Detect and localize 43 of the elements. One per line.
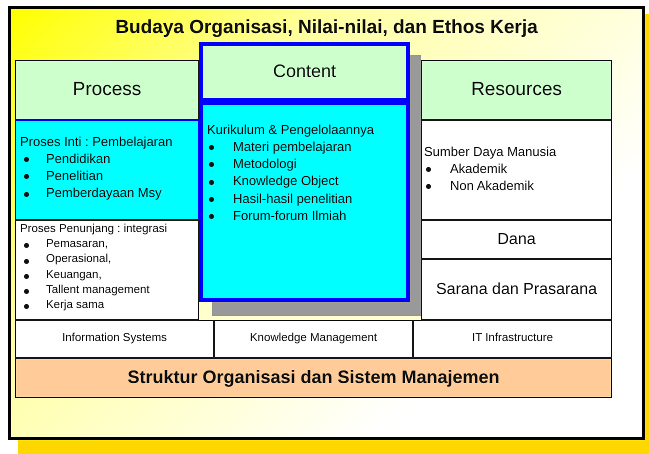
header-cell	[199, 42, 410, 102]
bullet-item: Pendidikan	[46, 151, 110, 166]
cell-text: Resources	[471, 78, 562, 102]
bullet-item: Operasional,	[46, 253, 112, 266]
text-cell	[214, 320, 413, 358]
bullet-item: Keuangan,	[46, 268, 102, 281]
bullet-item: Pemberdayaan Msy	[46, 185, 162, 200]
header-cell	[15, 60, 199, 120]
list-cell	[421, 120, 612, 220]
frame	[8, 6, 645, 440]
cell-text: Information Systems	[62, 331, 167, 346]
bullet-item: Metodologi	[233, 156, 297, 172]
list-cell	[15, 220, 199, 320]
cell-text: Knowledge Management	[250, 331, 378, 346]
bullet-item: Pemasaran,	[46, 238, 108, 250]
bullet-item: Kerja sama	[46, 298, 104, 311]
list-heading: Proses Penunjang : integrasi	[20, 222, 168, 237]
bullet-item: Non Akademik	[450, 178, 534, 194]
text-cell	[15, 320, 214, 358]
header-cell	[421, 60, 612, 120]
banner	[15, 358, 612, 398]
cell-text: Process	[72, 78, 142, 102]
bullet-item: Knowledge Object	[233, 173, 339, 188]
text-cell	[421, 220, 612, 259]
list-heading: Proses Inti : Pembelajaran	[20, 133, 174, 150]
bullet-item: Materi pembelajaran	[233, 139, 352, 154]
text-cell	[421, 259, 612, 320]
bullet-item: Penelitian	[46, 168, 104, 184]
cell-text: Content	[272, 60, 336, 84]
list-heading: Kurikulum & Pengelolaannya	[207, 121, 375, 138]
bullet-item: Akademik	[450, 161, 508, 176]
list-card	[199, 101, 410, 302]
list-heading: Sumber Daya Manusia	[424, 143, 558, 160]
bullet-item: Tallent management	[46, 284, 150, 296]
cell-text: Sarana dan Prasarana	[436, 280, 597, 300]
cell-text: Dana	[497, 230, 536, 250]
cell-text: Struktur Organisasi dan Sistem Manajemen	[127, 366, 500, 390]
cell-text: IT Infrastructure	[472, 331, 553, 346]
bullet-item: Hasil-hasil penelitian	[233, 190, 352, 206]
title: Budaya Organisasi, Nilai-nilai, dan Ethos Kerja	[114, 17, 539, 39]
text-cell	[413, 320, 612, 358]
list-cell	[15, 120, 199, 220]
bullet-item: Forum-forum Ilmiah	[233, 208, 346, 223]
